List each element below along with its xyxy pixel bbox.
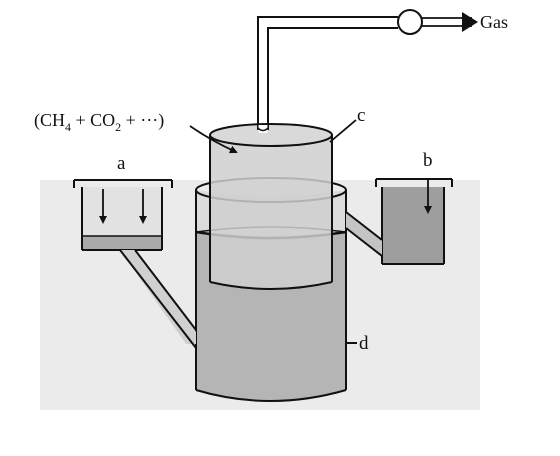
label-c: c <box>357 105 365 126</box>
formula-label: (CH4 + CO2 + ···) <box>34 110 164 134</box>
inlet-tank-a <box>73 179 173 251</box>
overflow-pipe <box>346 212 382 256</box>
formula-arrow <box>189 125 238 154</box>
gas-holder-top <box>209 123 333 147</box>
label-b: b <box>423 150 433 171</box>
label-a: a <box>117 153 126 174</box>
gas-holder-body <box>210 135 332 289</box>
leader-c <box>329 119 357 143</box>
gas-valve <box>397 9 423 35</box>
gas-label: Gas <box>480 12 508 32</box>
gas-holder-c <box>209 123 333 290</box>
gas-outlet-pipe <box>257 9 478 133</box>
gas-outlet-arrow <box>462 12 478 32</box>
label-d: d <box>359 333 369 354</box>
outlet-tank-b <box>375 178 453 265</box>
inlet-tank-a-liquid <box>82 236 162 250</box>
outlet-tank-b-liquid <box>382 187 444 263</box>
